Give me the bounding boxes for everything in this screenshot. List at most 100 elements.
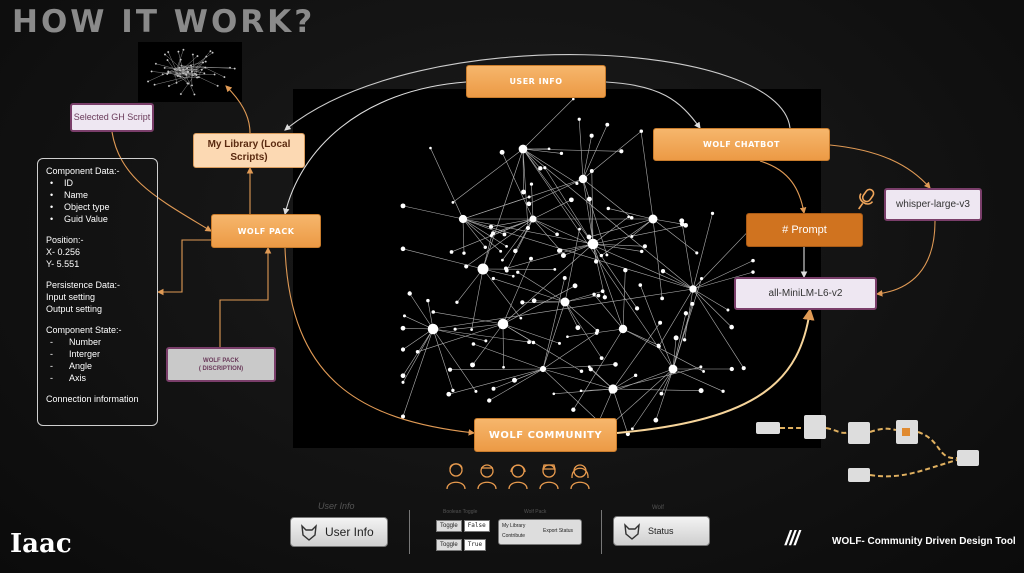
network-node (633, 373, 638, 378)
network-node (447, 367, 453, 372)
network-edge (542, 332, 597, 370)
network-node (586, 234, 592, 240)
network-node (639, 249, 644, 254)
network-edge (652, 218, 683, 225)
network-edge (582, 178, 632, 219)
network-node (451, 388, 455, 393)
network-node (501, 258, 504, 262)
position-title: Position:- (46, 235, 84, 245)
toggle-false[interactable]: Toggle False (436, 520, 490, 532)
network-node (505, 244, 508, 248)
network-edge (409, 293, 434, 330)
network-node (605, 253, 609, 257)
network-node (529, 182, 534, 186)
network-node (658, 320, 663, 325)
network-hub (427, 323, 439, 335)
network-node (609, 390, 613, 394)
network-edge (542, 368, 614, 390)
iaac-logo: Iaac (10, 529, 72, 559)
network-node (695, 251, 699, 255)
list-item: - Axis (50, 373, 87, 383)
network-edge (692, 288, 729, 311)
network-node (599, 253, 604, 258)
network-edge (631, 218, 654, 237)
network-edge (482, 148, 524, 270)
list-item: •Name (50, 190, 89, 200)
network-edge (432, 328, 454, 391)
network-edge (456, 268, 484, 303)
toggle-true[interactable]: Toggle True (436, 539, 487, 551)
network-edge (402, 328, 434, 417)
prompt-node: # Prompt (746, 213, 863, 247)
thumbnail-node (150, 70, 153, 73)
arrow-chatbot-to-prompt (759, 160, 807, 215)
network-edge (462, 218, 501, 252)
thumbnail-node (193, 93, 196, 96)
network-node (710, 211, 715, 216)
slashes-mark: /// (785, 528, 800, 550)
network-node (627, 215, 630, 219)
network-hub (539, 365, 547, 373)
network-edge (505, 243, 594, 269)
grasshopper-definition-thumbnail (756, 415, 979, 482)
network-edge (462, 218, 486, 248)
network-node (553, 268, 557, 271)
thumbnail-node (223, 76, 226, 79)
contribute-input: Contribute (502, 533, 526, 539)
thumbnail-node (213, 73, 216, 76)
network-edge (402, 205, 464, 220)
network-edge (522, 148, 594, 245)
network-node (566, 335, 569, 339)
network-edge (593, 294, 624, 330)
network-edge (501, 152, 534, 220)
wolf-pack-component[interactable]: My Library Contribute Export Status (498, 519, 582, 545)
network-edge (542, 364, 616, 370)
network-node (660, 269, 666, 274)
network-edge (402, 328, 434, 383)
thumbnail-node (163, 66, 166, 69)
minilm-model-node: all-MiniLM-L6-v2 (734, 277, 877, 310)
component-data-card: Component Data:- •ID •Name •Object type … (37, 158, 158, 426)
network-node (575, 181, 579, 186)
person-icon (539, 464, 559, 490)
network-edge (402, 328, 434, 350)
network-node (623, 268, 628, 273)
network-node (429, 146, 432, 150)
network-edge (522, 98, 574, 150)
network-node (491, 386, 496, 391)
network-node (751, 270, 755, 274)
network-node (426, 298, 430, 303)
network-edge (462, 218, 465, 254)
network-node (527, 195, 531, 199)
network-node (499, 149, 505, 155)
network-node (630, 427, 634, 431)
status-component[interactable]: Status (613, 516, 710, 546)
network-node (642, 244, 647, 249)
network-edge (432, 288, 694, 330)
network-edge (655, 368, 674, 421)
network-node (673, 335, 679, 341)
network-node (449, 250, 454, 254)
network-edge (672, 337, 677, 370)
network-node (751, 258, 755, 263)
network-node (729, 366, 734, 372)
network-edge (514, 368, 544, 381)
arrow-wolfpack-to-community (284, 247, 476, 436)
thumbnail-edge (180, 65, 235, 69)
list-item: - Angle (50, 361, 93, 371)
network-hub (618, 324, 628, 334)
network-node (462, 251, 466, 255)
network-node (630, 235, 634, 238)
network-edge (612, 388, 702, 391)
thumbnail-edge (173, 49, 184, 77)
network-edge (402, 248, 484, 270)
list-item: •Guid Value (50, 214, 108, 224)
network-edge (578, 119, 584, 180)
thumbnail-edge (191, 65, 198, 72)
user-info-component[interactable]: User Info (290, 517, 388, 547)
network-node (726, 308, 730, 312)
thumbnail-edge (196, 66, 198, 75)
network-edge (432, 328, 477, 392)
wolf-pack-group-label: Wolf Pack (524, 509, 547, 515)
thumbnail-edge (183, 73, 191, 75)
